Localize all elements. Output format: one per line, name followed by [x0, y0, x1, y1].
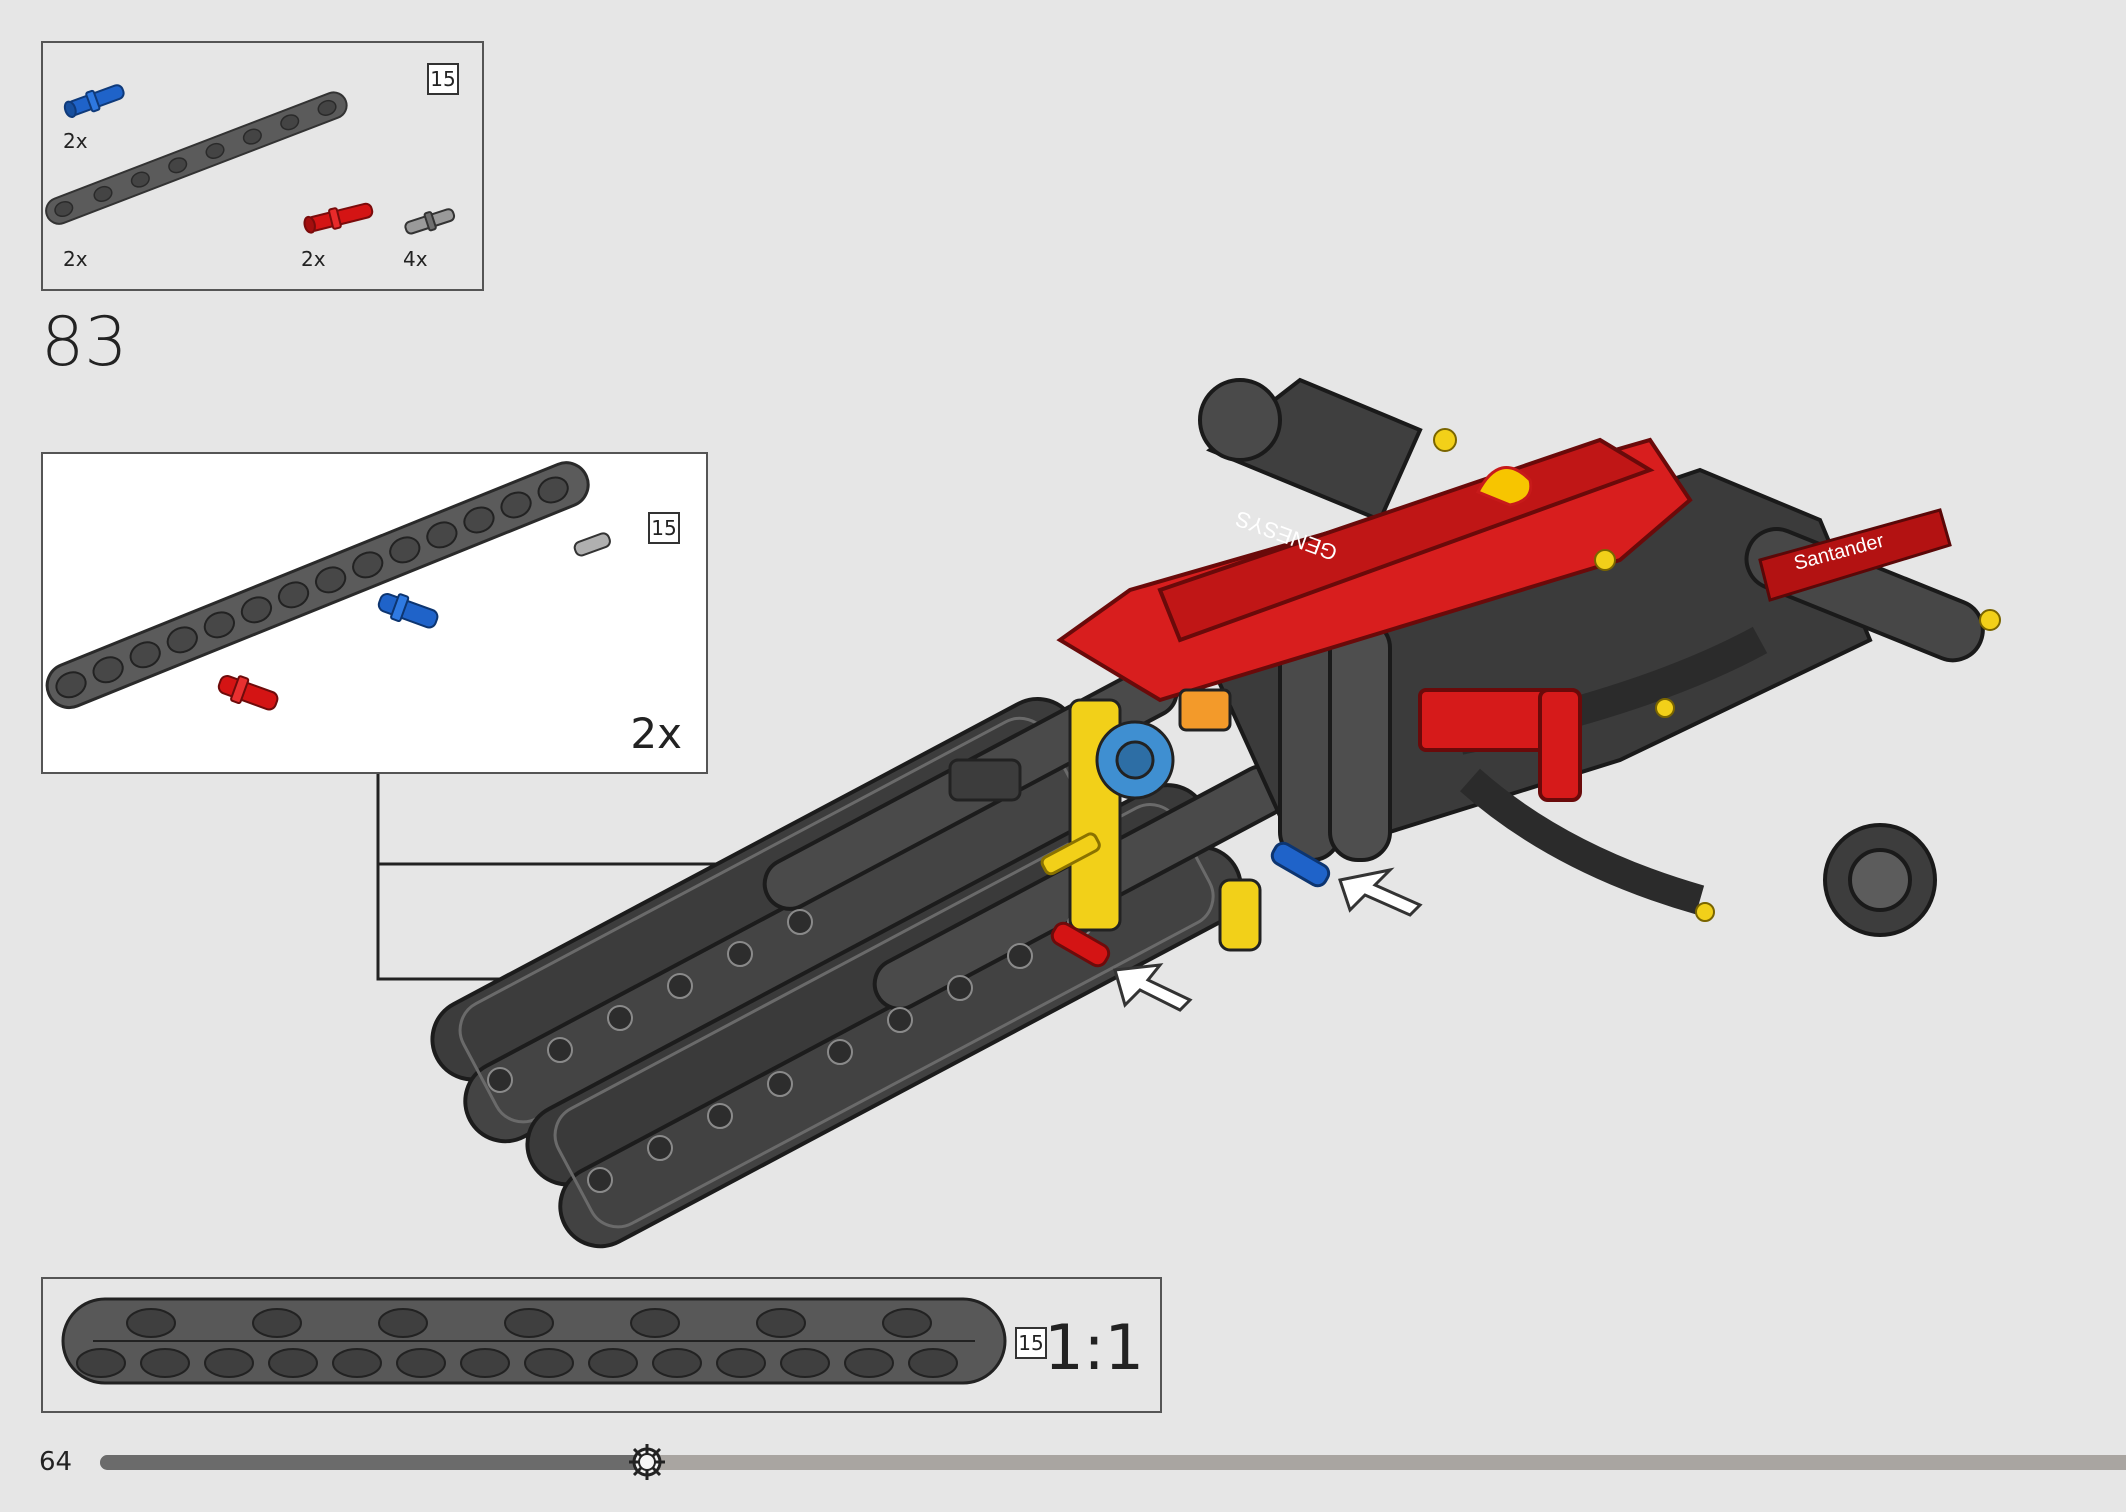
beam-length-badge: 15 — [427, 63, 459, 95]
parts-list-panel: 2x 15 2x 2x 4x — [41, 41, 484, 291]
subassembly-length-badge: 15 — [648, 512, 680, 544]
inserting-pins — [1040, 832, 1331, 968]
red-pin-part — [303, 202, 374, 234]
qty-red-pin: 2x — [301, 247, 326, 271]
beam-15-part — [45, 91, 348, 225]
scale-beam — [61, 1297, 1007, 1385]
qty-beam: 2x — [63, 247, 88, 271]
progress-gear-icon — [629, 1444, 665, 1480]
step-number: 83 — [41, 303, 128, 382]
progress-fill — [100, 1455, 647, 1470]
scale-label: 1:1 — [1044, 1311, 1144, 1384]
push-arrow-icon — [1113, 867, 1423, 1012]
qty-grey-pin: 4x — [403, 247, 428, 271]
shell-logo — [1475, 466, 1533, 507]
blue-pin-part — [63, 84, 125, 119]
qty-blue-pin: 2x — [63, 129, 88, 153]
subassembly-panel: 15 2x — [41, 452, 708, 774]
grey-pin-part — [404, 208, 456, 235]
subassembly-beam — [45, 461, 611, 711]
scale-length-badge: 15 — [1015, 1327, 1047, 1359]
scale-reference-panel: 15 1:1 — [41, 1277, 1162, 1413]
subassembly-qty: 2x — [630, 709, 682, 758]
page-number: 64 — [39, 1447, 73, 1477]
progress-bar — [100, 1455, 2126, 1470]
